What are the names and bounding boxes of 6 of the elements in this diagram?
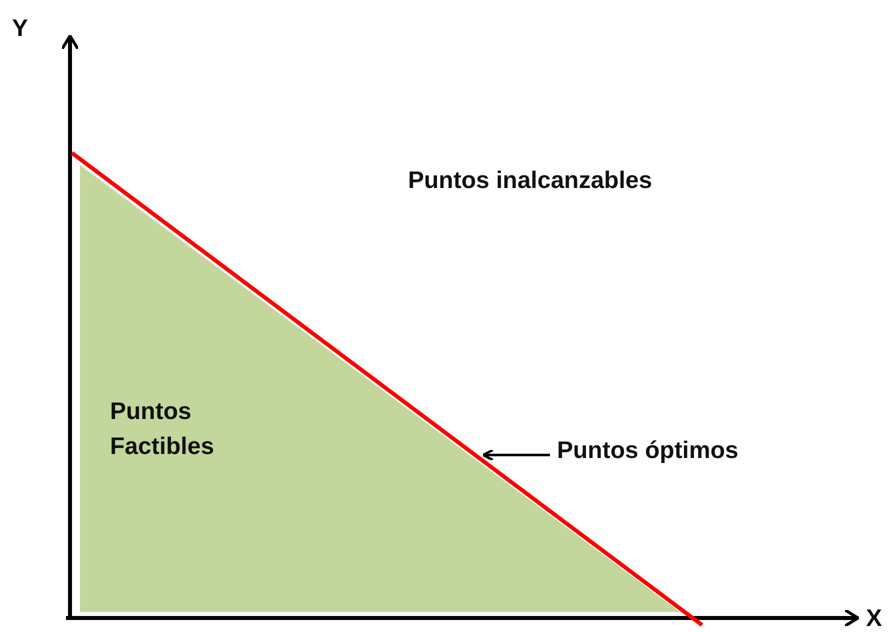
region-label: Puntos inalcanzables (408, 166, 652, 196)
leader-arrow (482, 448, 550, 462)
axis-label: Y (12, 14, 28, 44)
region-label: Puntos Factibles (110, 397, 216, 462)
axis-label: X (866, 604, 882, 632)
region-label: Puntos óptimos (557, 436, 738, 466)
